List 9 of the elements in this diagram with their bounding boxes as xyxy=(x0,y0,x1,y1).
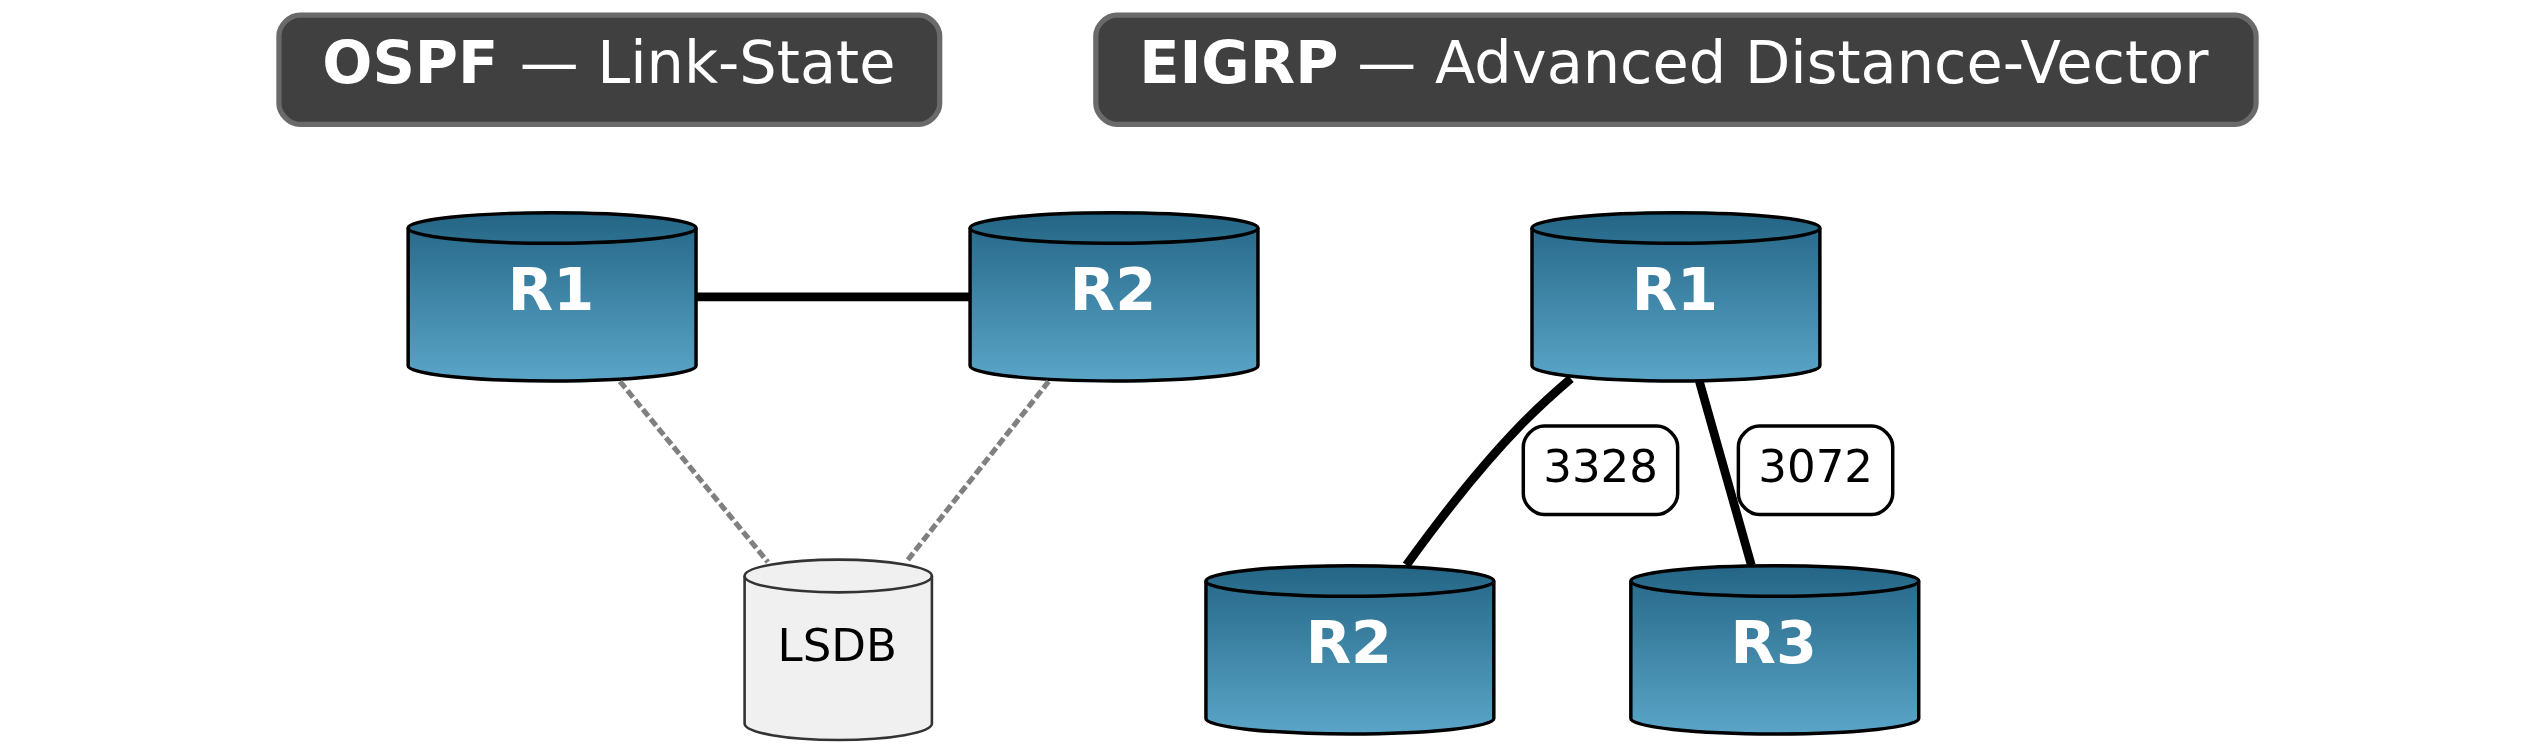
connector xyxy=(1402,375,1574,568)
connector xyxy=(617,379,770,564)
connector xyxy=(1695,380,1756,567)
node-box: EIGRP — Advanced Distance-Vector xyxy=(1093,12,2259,127)
edge-label: 3328 xyxy=(1543,440,1658,494)
edge-label: 3072 xyxy=(1758,440,1874,494)
connector xyxy=(903,379,1051,564)
node-box: OSPF — Link-State xyxy=(276,12,943,127)
connector xyxy=(696,292,970,302)
